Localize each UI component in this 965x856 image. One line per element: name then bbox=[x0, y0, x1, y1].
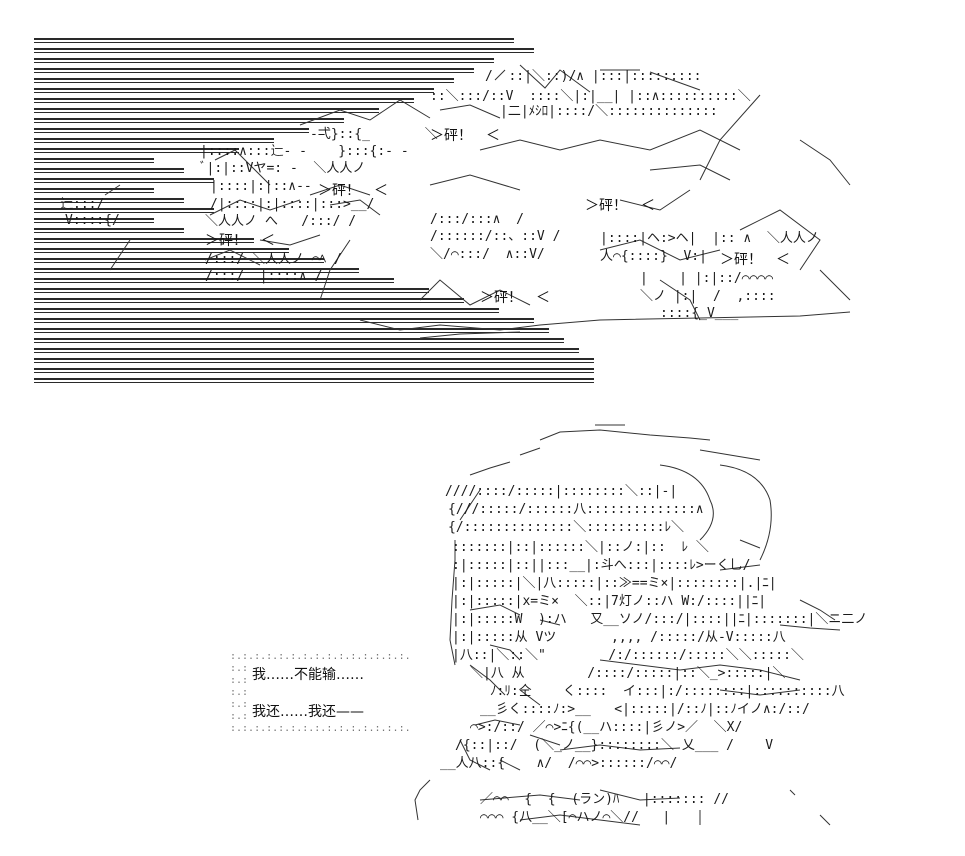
speed-line bbox=[34, 218, 154, 223]
speed-line bbox=[34, 198, 184, 203]
sfx-impact-2: ＞砰！ ＜ bbox=[430, 128, 500, 144]
character-fragment: ⌒>:/::/ ／⌒>ﾆ{(__ハ::::|彡ノ>／ ＼X/ bbox=[470, 720, 743, 735]
speed-line bbox=[34, 188, 154, 193]
art-fragment: ::::{_V___ bbox=[660, 306, 739, 321]
sfx-impact-4: ＞砰！ ＜ bbox=[205, 233, 275, 249]
art-fragment: ::＼:::/::V ::::＼|:|__| |::∧::::::::::＼ bbox=[430, 89, 751, 104]
character-fragment: |:|:::::W ):ハ 又__ソノ/:::/|::::||ﾆ|:::::::… bbox=[452, 612, 868, 627]
speed-line bbox=[34, 298, 464, 303]
speed-line bbox=[34, 348, 579, 353]
art-fragment: 辷:::/ bbox=[60, 197, 105, 212]
speed-line bbox=[34, 358, 594, 363]
character-fragment: ////::::/:::::|::::::::＼::|-| bbox=[445, 484, 678, 499]
speed-line bbox=[34, 268, 359, 273]
art-fragment: |二|ﾒｼﾛ|::::/＼:::::::::::::: bbox=[500, 104, 718, 119]
sfx-impact-3: ＞砰！ ＜ bbox=[585, 198, 655, 214]
art-fragment: ＼ノ |:| / ,:::: bbox=[640, 289, 776, 304]
character-fragment: __彡く::::ﾉ:>__ <|:::::|/::ﾉ|::ﾉイノ∧:/::/ bbox=[480, 702, 810, 717]
speed-line bbox=[34, 138, 274, 143]
speed-line bbox=[34, 68, 474, 73]
art-fragment: |::::|:|::∧-- bbox=[210, 179, 312, 194]
art-fragment: /:::/ |::::∧ / bbox=[205, 269, 323, 284]
character-fragment: ／⌒⌒ { { (ラン)ﾊ |::::::: // bbox=[480, 792, 729, 807]
speed-line bbox=[34, 128, 309, 133]
speed-line bbox=[34, 258, 324, 263]
speed-line bbox=[34, 78, 454, 83]
speed-line bbox=[34, 118, 344, 123]
speed-line bbox=[34, 248, 289, 253]
art-fragment: /:::/:::∧ / bbox=[430, 212, 524, 227]
art-fragment: /:::/ ＼人人ノ ⌒ﾍ / bbox=[205, 252, 342, 267]
speed-line bbox=[34, 88, 434, 93]
speed-line bbox=[34, 38, 514, 43]
art-fragment: 人⌒{::::} V:| bbox=[600, 249, 707, 264]
art-fragment: /|::::|:|::::|:::>__/ bbox=[210, 197, 375, 212]
speech-line-2: 我还……我还—— bbox=[252, 704, 364, 720]
speed-line bbox=[34, 228, 184, 233]
character-fragment: ＼|八 从 /::::/:::::|::＼_>:::::|＼ bbox=[470, 666, 786, 681]
speed-line bbox=[34, 278, 394, 283]
speed-line bbox=[34, 178, 214, 183]
character-fragment: {///:::::/::::::八::::::::::::::∧ bbox=[448, 502, 704, 517]
art-fragment: / ::|＼::)/∧ |:::|::::::::: bbox=[485, 69, 702, 84]
art-fragment: ＼/⌒:::/ ∧::V/ bbox=[430, 247, 545, 262]
speed-line bbox=[34, 48, 534, 53]
speed-line bbox=[34, 148, 239, 153]
speed-line bbox=[34, 238, 254, 243]
speech-bubble-border: :.:.:.:.:.:.:.:.:.:.:.:.:.:.:.:.:.:.:.:.… bbox=[230, 651, 412, 734]
speed-line bbox=[34, 288, 429, 293]
speed-line bbox=[34, 318, 534, 323]
speed-line bbox=[34, 338, 564, 343]
speed-line bbox=[34, 368, 594, 373]
character-fragment: |:|:::::从 Vツ ,,,, /:::::/从-V:::::八 bbox=[452, 630, 786, 645]
character-fragment: |:|:::::|x=ミ× ＼::|7灯ノ::ハ W:/::::||ﾆ| bbox=[452, 594, 767, 609]
art-fragment: ﾞ|:|::Vヤ=: - ＼人人ノ bbox=[200, 161, 366, 176]
character-fragment: __人八::{ ∧/ /⌒⌒>::::::/⌒⌒/ bbox=[440, 756, 678, 771]
art-fragment: | | |:|::/⌒⌒⌒⌒ bbox=[640, 271, 774, 286]
character-fragment: :::::::|::|::::::＼|::ノ:|:: ﾚ ＼ bbox=[452, 540, 709, 555]
speed-line bbox=[34, 208, 214, 213]
character-fragment: ﾉ:ﾘ:仝 く:::: イ:::|:/::::::::|::::::::::八 bbox=[490, 684, 845, 699]
speed-line bbox=[34, 158, 154, 163]
speed-line bbox=[34, 108, 379, 113]
art-fragment: ＼人人ノ へ /:::/ / bbox=[205, 214, 357, 229]
character-fragment: :|:::::|::||:::__|:斗へ:::|::::ﾚ>ーく乚/ bbox=[452, 558, 751, 573]
art-fragment: |::::|ヘ:>ヘ| |:: ∧ ＼人人ノ bbox=[600, 231, 819, 246]
speed-line bbox=[34, 168, 184, 173]
speed-line bbox=[34, 308, 499, 313]
sfx-impact-5: ＞砰！ ＜ bbox=[480, 290, 550, 306]
art-fragment: /::::::/::、::V / bbox=[430, 229, 561, 244]
character-fragment: ⌒⌒⌒ {八__＼[⌒ハノ⌒＼// | bbox=[480, 810, 671, 825]
sfx-impact-6: ＞砰！ ＜ bbox=[720, 252, 790, 268]
speed-line bbox=[34, 98, 414, 103]
character-fragment: |:|:::::|＼|八:::::|::≫==ミ×|::::::::|.|ﾆ| bbox=[452, 576, 777, 591]
speed-line bbox=[34, 378, 594, 383]
art-fragment: |::::∧:::辷- - }:::{:- - bbox=[200, 144, 409, 159]
character-fragment: {/::::::::::::::＼::::::::::ﾚ＼ bbox=[448, 520, 684, 535]
speech-line-1: 我……不能输…… bbox=[252, 667, 364, 683]
art-fragment: -弌}::{_ ＼ bbox=[310, 127, 454, 142]
art-fragment: V::::{/ bbox=[65, 213, 120, 228]
sfx-impact-1: ＞砰！ ＜ bbox=[318, 183, 388, 199]
speed-line bbox=[34, 58, 494, 63]
character-fragment: |八::|＼::＼" /:/::::::/:::::＼＼:::::＼ bbox=[452, 648, 804, 663]
speed-line bbox=[34, 328, 549, 333]
character-fragment: /{::|::/ (＼_ノ__}::::::::＼ 乂___ / V bbox=[455, 738, 774, 753]
